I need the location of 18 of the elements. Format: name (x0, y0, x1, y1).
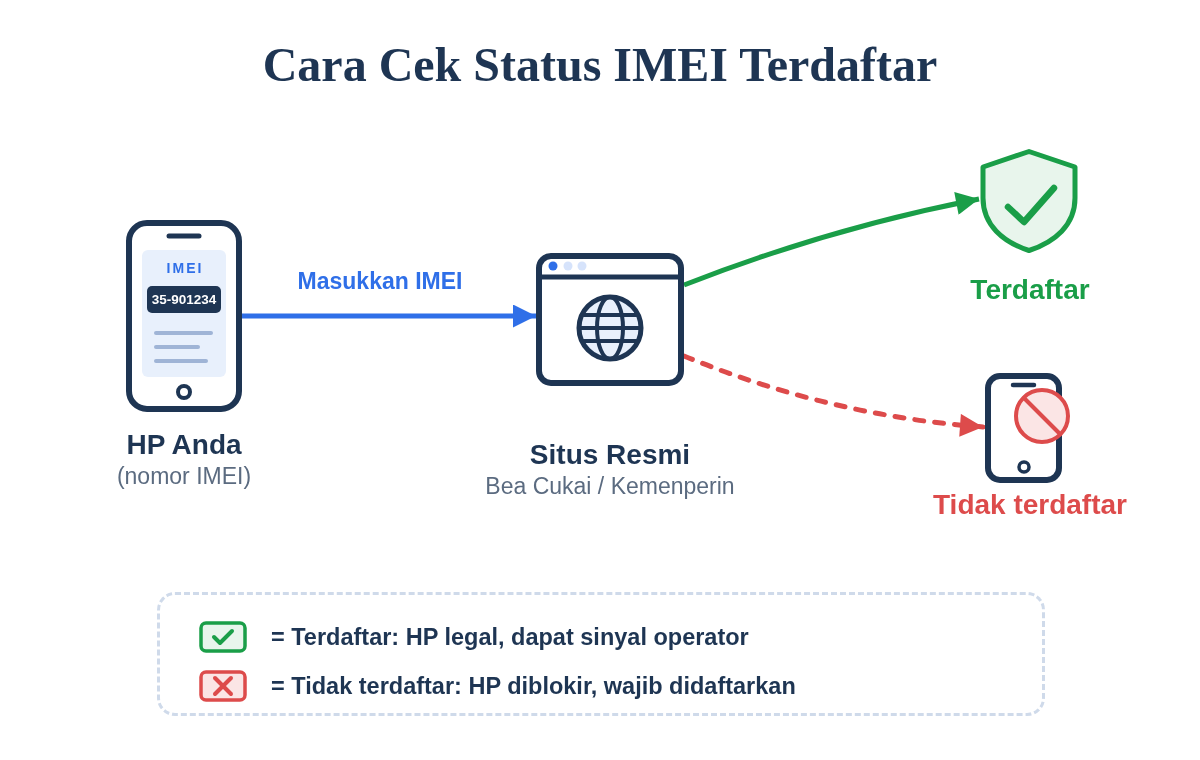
shield-check-icon (979, 148, 1079, 254)
legend-text: = Tidak terdaftar: HP diblokir, wajib didaftarkan (271, 672, 796, 701)
status-label: Terdaftar (970, 273, 1090, 307)
arrow (683, 192, 980, 288)
screen-label: IMEI (165, 260, 204, 276)
dashed-arrow (681, 353, 986, 437)
status-label: Tidak terdaftar (933, 488, 1127, 522)
title: Cara Cek Status IMEI Terdaftar (262, 37, 938, 93)
device-name: HP Anda (126, 428, 242, 462)
caption-note: (nomor IMEI) (116, 462, 252, 490)
arrow (242, 304, 536, 328)
smartphone (983, 371, 1073, 485)
browser-window (536, 253, 684, 386)
legend-text: = Terdaftar: HP legal, dapat sinyal operator (271, 623, 749, 652)
caption-note: Bea Cukai / Kemenperin (485, 472, 735, 500)
smartphone (126, 220, 242, 412)
site-name: Situs Resmi (529, 438, 691, 472)
imei-number: 35-901234 (146, 286, 222, 313)
